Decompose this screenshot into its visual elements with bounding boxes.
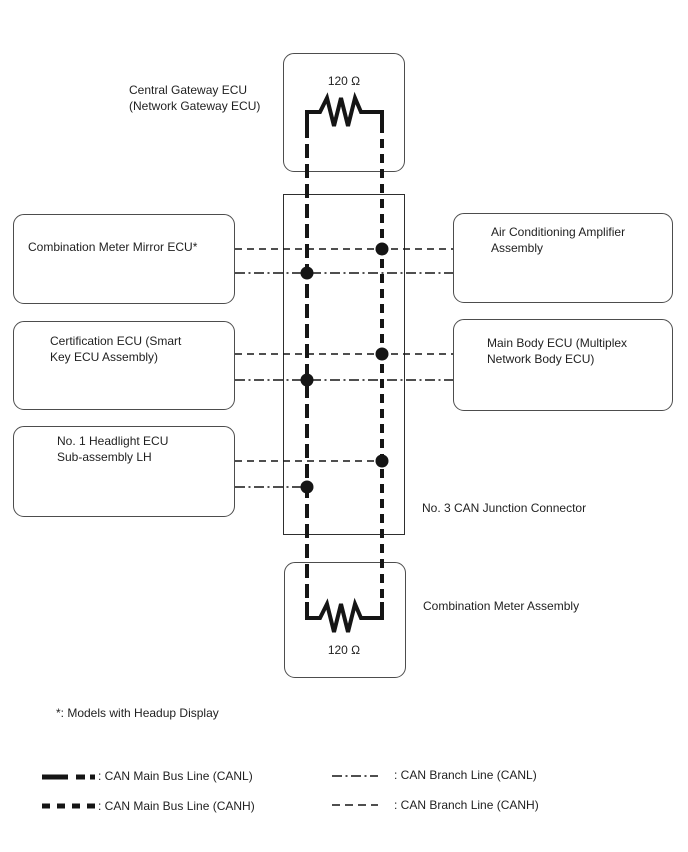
label-line: Air Conditioning Amplifier (491, 225, 626, 239)
label-line: Certification ECU (Smart (50, 334, 182, 348)
legend-label-branch-canh: : CAN Branch Line (CANH) (394, 798, 539, 812)
legend-label-main-canl: : CAN Main Bus Line (CANL) (98, 769, 253, 783)
label-line: Combination Meter Mirror ECU* (28, 240, 198, 254)
right-ecu-box-main-body (453, 319, 673, 411)
label-line: Assembly (491, 241, 544, 255)
label-line: No. 1 Headlight ECU (57, 434, 169, 448)
top-resistance-value: 120 Ω (327, 74, 361, 88)
legend-label-main-canh: : CAN Main Bus Line (CANH) (98, 799, 255, 813)
combination-meter-terminator-box (284, 562, 406, 678)
label-line: Network Body ECU) (487, 352, 595, 366)
left-ecu-2-label: Certification ECU (Smart Key ECU Assembl… (50, 333, 181, 365)
central-gateway-label-line1: Central Gateway ECU (129, 83, 248, 97)
left-ecu-1-label: Combination Meter Mirror ECU* (28, 239, 197, 255)
label-line: Sub-assembly LH (57, 450, 152, 464)
combination-meter-label: Combination Meter Assembly (423, 599, 580, 613)
left-ecu-3-label: No. 1 Headlight ECU Sub-assembly LH (57, 433, 168, 465)
label-line: Key ECU Assembly) (50, 350, 159, 364)
left-ecu-box-certification (13, 321, 235, 410)
can-junction-connector-box (283, 194, 405, 535)
right-ecu-2-label: Main Body ECU (Multiplex Network Body EC… (487, 335, 627, 367)
central-gateway-label: Central Gateway ECU (Network Gateway ECU… (129, 82, 260, 114)
left-ecu-box-combination-meter-mirror (13, 214, 235, 304)
bottom-resistance-value: 120 Ω (327, 643, 361, 657)
central-gateway-label-line2: (Network Gateway ECU) (129, 99, 261, 113)
right-ecu-1-label: Air Conditioning Amplifier Assembly (491, 224, 625, 256)
left-ecu-box-headlight (13, 426, 235, 517)
label-line: Main Body ECU (Multiplex (487, 336, 628, 350)
right-ecu-box-ac-amplifier (453, 213, 673, 303)
central-gateway-terminator-box (283, 53, 405, 172)
legend-label-branch-canl: : CAN Branch Line (CANL) (394, 768, 537, 782)
footnote: *: Models with Headup Display (56, 706, 219, 720)
junction-connector-label: No. 3 CAN Junction Connector (422, 501, 587, 515)
